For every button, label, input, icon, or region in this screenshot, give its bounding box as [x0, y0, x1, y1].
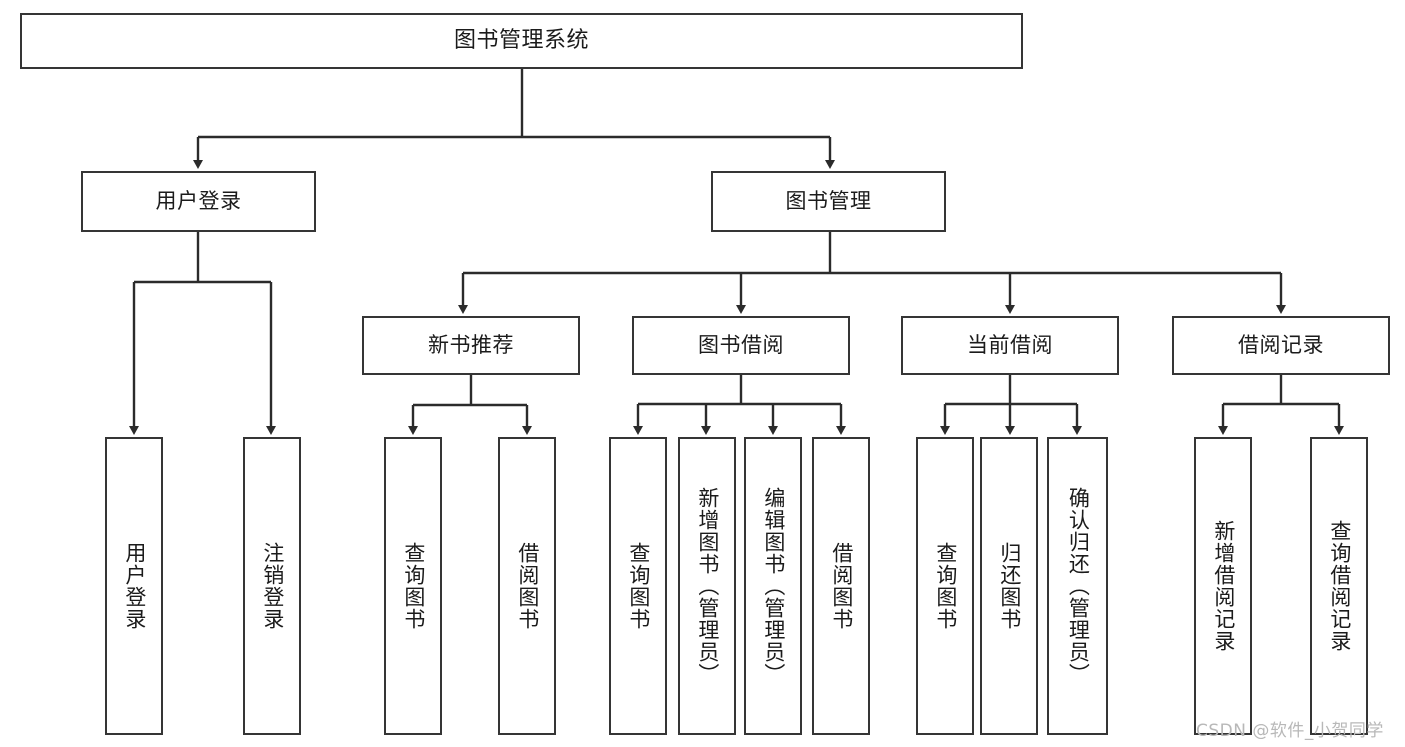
node-leaf-user-logout[interactable]: 注销登录: [243, 437, 301, 735]
node-new-book-recommend[interactable]: 新书推荐: [362, 316, 580, 375]
node-leaf-query-record[interactable]: 查询借阅记录: [1310, 437, 1368, 735]
node-leaf-query-book-2[interactable]: 查询图书: [609, 437, 667, 735]
node-leaf-borrow-book-1-label: 借阅图书: [515, 542, 540, 630]
node-borrow-record[interactable]: 借阅记录: [1172, 316, 1390, 375]
node-leaf-borrow-book-1[interactable]: 借阅图书: [498, 437, 556, 735]
node-root[interactable]: 图书管理系统: [20, 13, 1023, 69]
node-leaf-confirm-return-label: 确认归还（管理员）: [1066, 487, 1091, 685]
node-leaf-borrow-book-2-label: 借阅图书: [829, 542, 854, 630]
node-current-borrow-label: 当前借阅: [967, 333, 1053, 358]
node-leaf-user-login[interactable]: 用户登录: [105, 437, 163, 735]
node-leaf-add-record-label: 新增借阅记录: [1211, 520, 1236, 652]
node-current-borrow[interactable]: 当前借阅: [901, 316, 1119, 375]
node-book-manage-label: 图书管理: [785, 189, 872, 214]
node-leaf-query-record-label: 查询借阅记录: [1327, 520, 1352, 652]
node-leaf-return-book-label: 归还图书: [997, 542, 1022, 630]
node-book-manage[interactable]: 图书管理: [711, 171, 946, 232]
node-leaf-borrow-book-2[interactable]: 借阅图书: [812, 437, 870, 735]
node-book-borrow[interactable]: 图书借阅: [632, 316, 850, 375]
node-leaf-add-book[interactable]: 新增图书（管理员）: [678, 437, 736, 735]
node-leaf-query-book-1[interactable]: 查询图书: [384, 437, 442, 735]
node-root-label: 图书管理系统: [453, 28, 589, 54]
node-user-login-label: 用户登录: [155, 189, 242, 214]
node-leaf-query-book-3[interactable]: 查询图书: [916, 437, 974, 735]
node-leaf-edit-book[interactable]: 编辑图书（管理员）: [744, 437, 802, 735]
node-leaf-user-login-label: 用户登录: [122, 542, 147, 630]
watermark-text: CSDN @软件_小贺同学: [1196, 721, 1384, 741]
node-leaf-add-record[interactable]: 新增借阅记录: [1194, 437, 1252, 735]
node-leaf-user-logout-label: 注销登录: [260, 542, 285, 630]
node-book-borrow-label: 图书借阅: [698, 333, 784, 358]
node-leaf-query-book-1-label: 查询图书: [401, 542, 426, 630]
node-user-login[interactable]: 用户登录: [81, 171, 316, 232]
node-leaf-confirm-return[interactable]: 确认归还（管理员）: [1047, 437, 1108, 735]
node-new-book-recommend-label: 新书推荐: [428, 333, 514, 358]
node-leaf-add-book-label: 新增图书（管理员）: [695, 487, 720, 685]
node-borrow-record-label: 借阅记录: [1238, 333, 1324, 358]
node-leaf-query-book-3-label: 查询图书: [933, 542, 958, 630]
node-leaf-return-book[interactable]: 归还图书: [980, 437, 1038, 735]
node-leaf-query-book-2-label: 查询图书: [626, 542, 651, 630]
node-leaf-edit-book-label: 编辑图书（管理员）: [761, 487, 786, 685]
